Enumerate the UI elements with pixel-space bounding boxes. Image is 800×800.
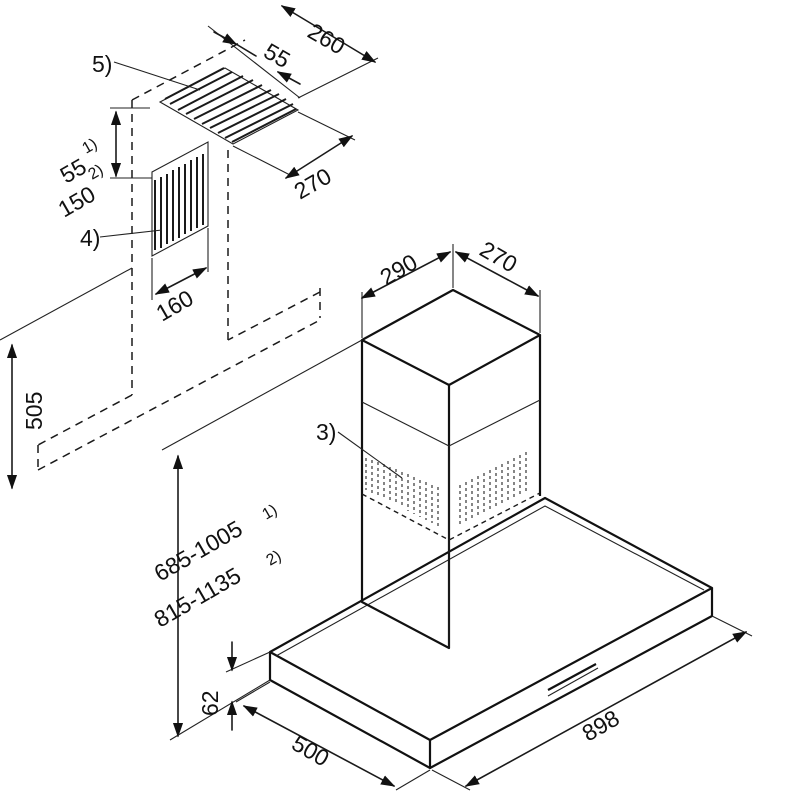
dim-505-label: 505 — [21, 392, 47, 430]
callout-3: 3) — [316, 419, 336, 445]
chimney-dimension-lines — [360, 244, 541, 338]
duct-dimension-lines — [207, 5, 379, 179]
canopy-height-dimension — [225, 641, 271, 731]
height-range-1-note: 1) — [260, 502, 281, 524]
dim-290-label: 290 — [376, 249, 422, 291]
electrical-connection-hatch — [151, 141, 209, 257]
dim-270-duct-label: 270 — [290, 163, 336, 205]
callout-leaders — [99, 61, 403, 479]
vent-slots — [365, 452, 527, 526]
dim-160-label: 160 — [152, 285, 198, 327]
width-dimension — [431, 615, 753, 791]
labels: 5) 4) 3) 260 55 270 55 1) 150 2) 160 505… — [21, 18, 624, 772]
dim-260-label: 260 — [304, 18, 350, 60]
hood-canopy — [268, 496, 714, 770]
dim-270-chimney-label: 270 — [476, 236, 522, 278]
dim-150-note: 2) — [86, 162, 107, 184]
height-range-2-note: 2) — [264, 548, 285, 570]
dim-898-label: 898 — [578, 705, 624, 747]
callout-4: 4) — [80, 225, 100, 251]
opening-height-dimension — [110, 107, 152, 179]
callout-5: 5) — [92, 51, 112, 77]
dim-62-label: 62 — [197, 690, 223, 716]
dim-55-side-note: 1) — [80, 136, 101, 158]
dim-500-label: 500 — [288, 730, 334, 772]
dim-150-label: 150 — [54, 181, 100, 223]
dim-55-top-label: 55 — [260, 38, 295, 73]
mounting-height-dimension — [161, 339, 363, 741]
hood-chimney — [360, 288, 542, 650]
duct-opening-hatch — [158, 67, 300, 145]
depth-dimension — [235, 681, 431, 791]
wall-height-dimension — [0, 267, 133, 490]
opening-width-dimension — [151, 228, 209, 300]
wall-outline — [37, 39, 321, 471]
